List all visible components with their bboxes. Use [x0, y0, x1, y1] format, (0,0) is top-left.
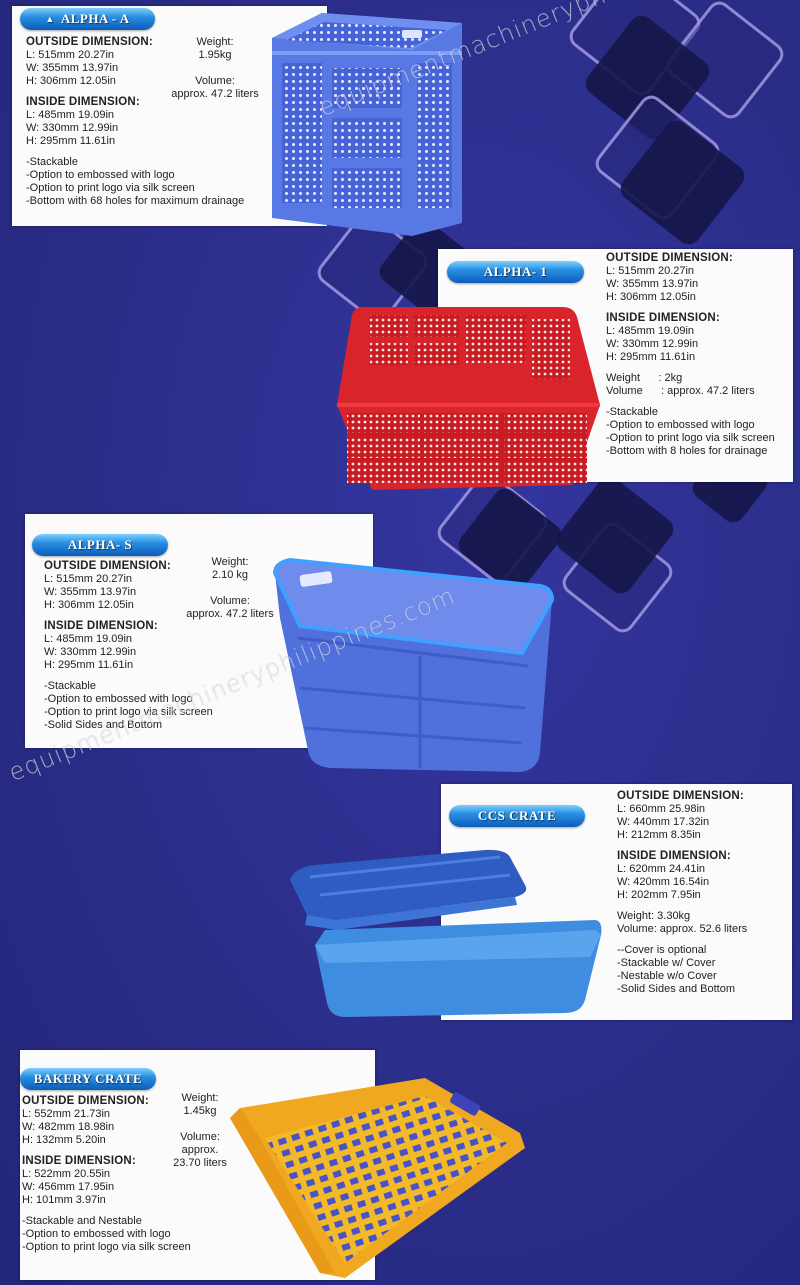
- volume-value: 23.70 liters: [173, 1157, 227, 1169]
- inside-height: H: 295mm 11.61in: [26, 135, 116, 147]
- feature-item: -Stackable: [44, 680, 96, 692]
- crate-image-alpha-s: [272, 557, 555, 772]
- weight-volume: Weight: 1.45kg Volume: approx. 23.70 lit…: [160, 1092, 240, 1170]
- inside-height: H: 101mm 3.97in: [22, 1194, 106, 1206]
- weight-volume: Weight: 1.95kg Volume: approx. 47.2 lite…: [160, 36, 270, 101]
- product-card-ccs-crate: CCS CRATE OUTSIDE DIMENSION: L: 660mm 25…: [441, 784, 792, 1020]
- inside-length: L: 485mm 19.09in: [26, 109, 115, 121]
- inside-width: W: 456mm 17.95in: [22, 1181, 115, 1193]
- weight-label: Weight:: [181, 1092, 219, 1104]
- dimension-specs: OUTSIDE DIMENSION: L: 660mm 25.98in W: 4…: [617, 790, 747, 996]
- feature-item: -Solid Sides and Bottom: [617, 983, 736, 995]
- weight-value: 2.10 kg: [211, 569, 249, 581]
- outside-length: L: 552mm 21.73in: [22, 1108, 111, 1120]
- feature-item: --Cover is optional: [617, 944, 707, 956]
- feature-item: -Stackable w/ Cover: [617, 957, 716, 969]
- inside-width: W: 330mm 12.99in: [44, 646, 137, 658]
- inside-length: L: 522mm 20.55in: [22, 1168, 111, 1180]
- crate-image-alpha-1: [337, 307, 600, 490]
- feature-item: -Bottom with 68 holes for maximum draina…: [26, 195, 245, 207]
- weight-value: Weight: 3.30kg: [617, 910, 691, 922]
- outside-dimension-label: OUTSIDE DIMENSION:: [606, 252, 733, 264]
- outside-height: H: 132mm 5.20in: [22, 1134, 106, 1146]
- feature-item: -Option to print logo via silk screen: [44, 706, 213, 718]
- inside-dimension-label: INSIDE DIMENSION:: [44, 620, 158, 632]
- inside-dimension-label: INSIDE DIMENSION:: [606, 312, 720, 324]
- feature-item: -Option to print logo via silk screen: [26, 182, 195, 194]
- inside-length: L: 620mm 24.41in: [617, 863, 706, 875]
- feature-item: -Stackable: [26, 156, 78, 168]
- feature-item: -Option to embossed with logo: [26, 169, 175, 181]
- outside-dimension-label: OUTSIDE DIMENSION:: [617, 790, 744, 802]
- outside-width: W: 355mm 13.97in: [26, 62, 119, 74]
- crate-image-ccs: [290, 849, 602, 1017]
- outside-length: L: 660mm 25.98in: [617, 803, 706, 815]
- feature-item: -Option to print logo via silk screen: [22, 1241, 191, 1253]
- inside-width: W: 330mm 12.99in: [26, 122, 119, 134]
- crate-image-alpha-a: [272, 13, 462, 236]
- product-name-badge: ALPHA- S: [32, 534, 168, 556]
- volume-value: Volume : approx. 47.2 liters: [606, 385, 755, 397]
- outside-dimension-label: OUTSIDE DIMENSION:: [22, 1095, 149, 1107]
- feature-item: -Option to print logo via silk screen: [606, 432, 775, 444]
- feature-item: -Option to embossed with logo: [22, 1228, 171, 1240]
- volume-value: Volume: approx. 52.6 liters: [617, 923, 748, 935]
- feature-item: -Bottom with 8 holes for drainage: [606, 445, 768, 457]
- weight-label: Weight:: [196, 36, 234, 48]
- outside-height: H: 212mm 8.35in: [617, 829, 701, 841]
- inside-width: W: 330mm 12.99in: [606, 338, 699, 350]
- outside-length: L: 515mm 20.27in: [44, 573, 133, 585]
- outside-dimension-label: OUTSIDE DIMENSION:: [44, 560, 171, 572]
- outside-width: W: 440mm 17.32in: [617, 816, 710, 828]
- volume-label: Volume:: [195, 75, 235, 87]
- inside-width: W: 420mm 16.54in: [617, 876, 710, 888]
- inside-length: L: 485mm 19.09in: [44, 633, 133, 645]
- outside-width: W: 355mm 13.97in: [606, 278, 699, 290]
- outside-height: H: 306mm 12.05in: [606, 291, 696, 303]
- inside-dimension-label: INSIDE DIMENSION:: [22, 1155, 136, 1167]
- outside-length: L: 515mm 20.27in: [606, 265, 695, 277]
- volume-label: Volume:: [210, 595, 250, 607]
- volume-value: approx. 47.2 liters: [171, 88, 259, 100]
- weight-value: 1.95kg: [198, 49, 232, 61]
- inside-dimension-label: INSIDE DIMENSION:: [26, 96, 140, 108]
- crate-image-bakery: [230, 1078, 525, 1278]
- feature-item: -Option to embossed with logo: [44, 693, 193, 705]
- weight-volume: Weight: 2.10 kg Volume: approx. 47.2 lit…: [175, 556, 285, 621]
- product-name-badge: BAKERY CRATE: [20, 1068, 156, 1090]
- outside-height: H: 306mm 12.05in: [26, 75, 116, 87]
- outside-width: W: 355mm 13.97in: [44, 586, 137, 598]
- product-name-badge: ALPHA- 1: [447, 261, 584, 283]
- inside-height: H: 202mm 7.95in: [617, 889, 701, 901]
- outside-length: L: 515mm 20.27in: [26, 49, 115, 61]
- inside-height: H: 295mm 11.61in: [44, 659, 134, 671]
- inside-dimension-label: INSIDE DIMENSION:: [617, 850, 731, 862]
- outside-height: H: 306mm 12.05in: [44, 599, 134, 611]
- weight-label: Weight:: [211, 556, 249, 568]
- weight-value: 1.45kg: [183, 1105, 217, 1117]
- dimension-specs: OUTSIDE DIMENSION: L: 552mm 21.73in W: 4…: [22, 1095, 191, 1254]
- dimension-specs: OUTSIDE DIMENSION: L: 515mm 20.27in W: 3…: [44, 560, 213, 732]
- product-name-badge: ▲ALPHA - A: [20, 8, 155, 30]
- outside-dimension-label: OUTSIDE DIMENSION:: [26, 36, 153, 48]
- feature-item: -Option to embossed with logo: [606, 419, 755, 431]
- feature-item: -Nestable w/o Cover: [617, 970, 717, 982]
- volume-value: approx.: [181, 1144, 219, 1156]
- dimension-specs: OUTSIDE DIMENSION: L: 515mm 20.27in W: 3…: [26, 36, 244, 208]
- feature-item: -Stackable: [606, 406, 658, 418]
- inside-length: L: 485mm 19.09in: [606, 325, 695, 337]
- weight-value: Weight : 2kg: [606, 372, 683, 384]
- volume-label: Volume:: [180, 1131, 220, 1143]
- dimension-specs: OUTSIDE DIMENSION: L: 515mm 20.27in W: 3…: [606, 252, 775, 458]
- feature-item: -Solid Sides and Bottom: [44, 719, 163, 731]
- volume-value: approx. 47.2 liters: [186, 608, 274, 620]
- feature-item: -Stackable and Nestable: [22, 1215, 142, 1227]
- bullet-icon: ▲: [45, 14, 55, 24]
- inside-height: H: 295mm 11.61in: [606, 351, 696, 363]
- product-name-badge: CCS CRATE: [449, 805, 585, 827]
- outside-width: W: 482mm 18.98in: [22, 1121, 115, 1133]
